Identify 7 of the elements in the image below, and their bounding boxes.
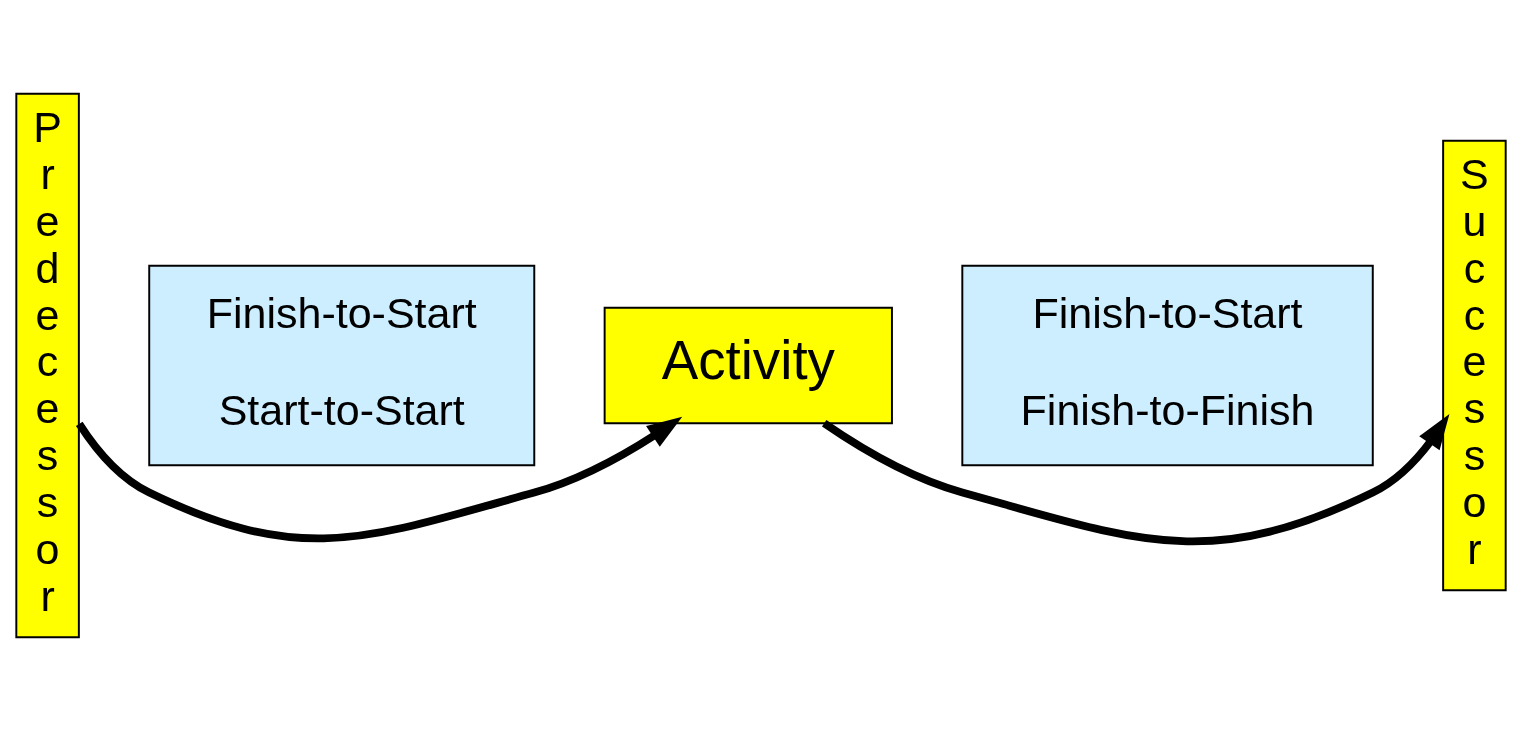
node-box: Finish-to-Start Start-to-Start bbox=[148, 264, 536, 467]
arrow bbox=[822, 414, 1450, 546]
node-box: Activity bbox=[603, 306, 893, 425]
node-box: Finish-to-Start Finish-to-Finish bbox=[961, 264, 1374, 467]
node-box: Successor bbox=[1442, 139, 1507, 592]
arrow bbox=[76, 416, 683, 543]
node-box: Predecessor bbox=[15, 92, 80, 639]
